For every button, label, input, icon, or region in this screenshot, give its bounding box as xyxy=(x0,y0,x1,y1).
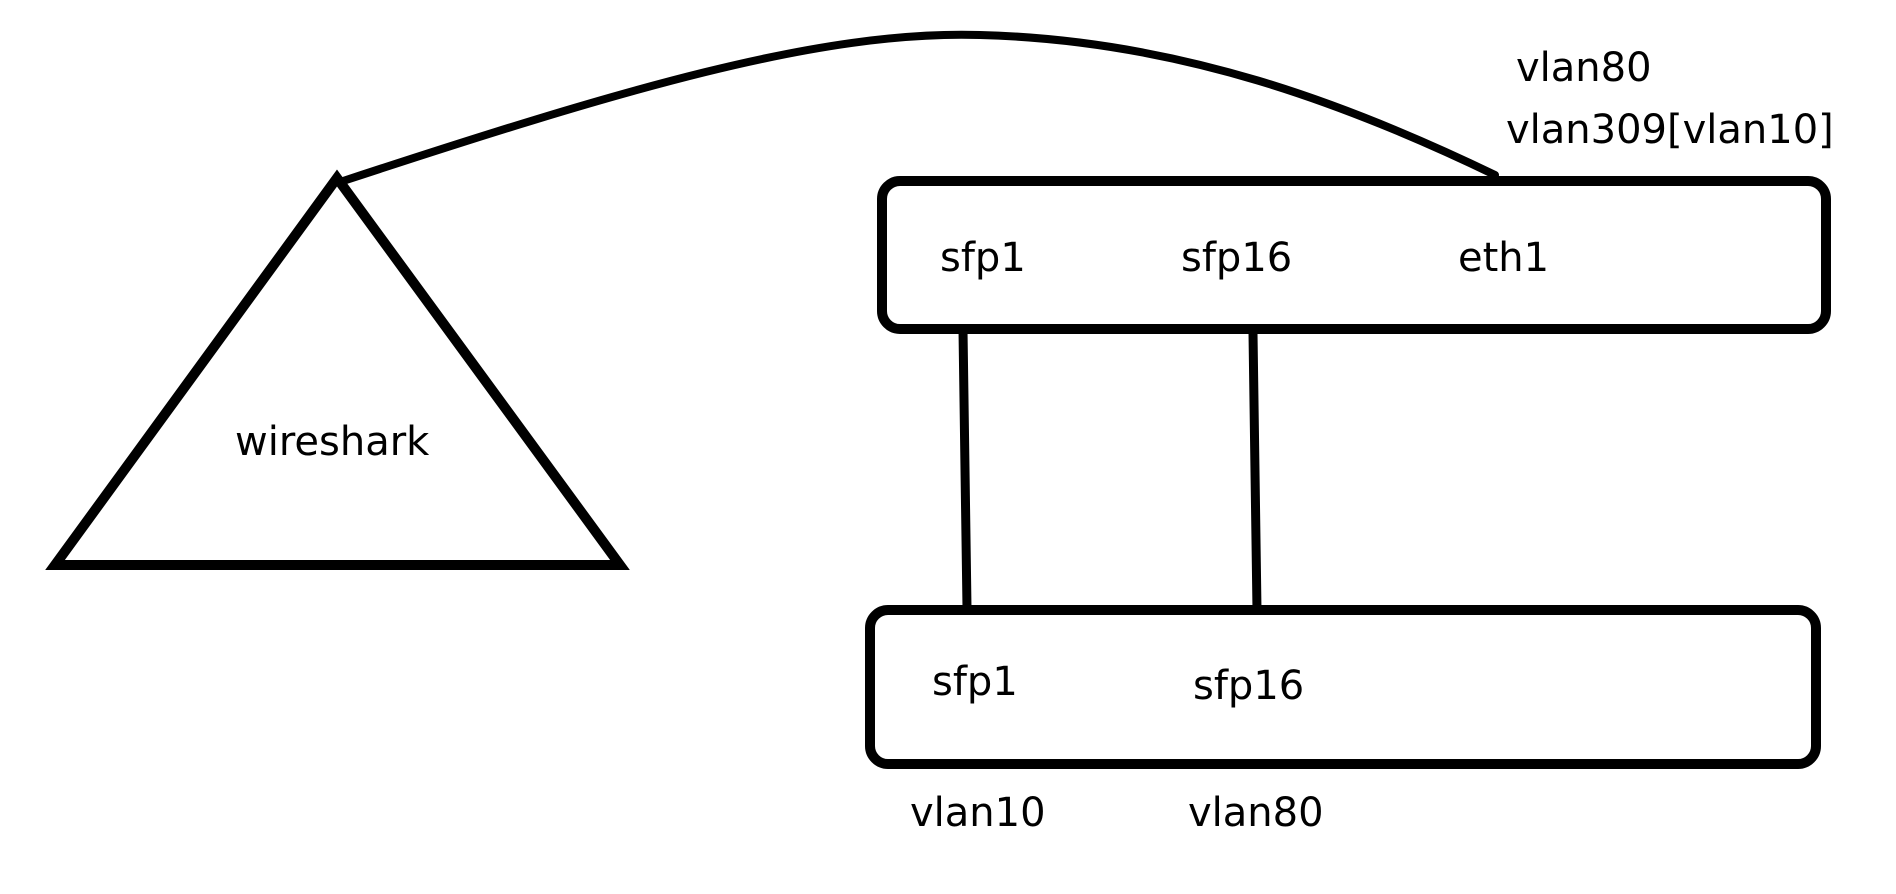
eth1-vlan309-label: vlan309[vlan10] xyxy=(1506,107,1834,153)
eth1-vlan80-label: vlan80 xyxy=(1516,45,1652,91)
top-port-sfp16-label: sfp16 xyxy=(1181,235,1293,281)
mirror-link-curve xyxy=(336,30,1499,186)
top-device-box xyxy=(877,176,1831,334)
bottom-device-box xyxy=(865,605,1821,769)
bottom-port-sfp16-label: sfp16 xyxy=(1193,663,1305,709)
top-port-sfp1-label: sfp1 xyxy=(940,235,1026,281)
sfp1-link xyxy=(958,325,972,613)
sfp16-link xyxy=(1248,328,1262,615)
bottom-port-sfp1-label: sfp1 xyxy=(932,659,1018,705)
bottom-sfp16-vlan-label: vlan80 xyxy=(1188,790,1324,836)
top-port-eth1-label: eth1 xyxy=(1458,235,1550,281)
wireshark-label: wireshark xyxy=(235,419,430,465)
wireshark-triangle xyxy=(45,169,630,570)
bottom-sfp1-vlan-label: vlan10 xyxy=(910,790,1046,836)
